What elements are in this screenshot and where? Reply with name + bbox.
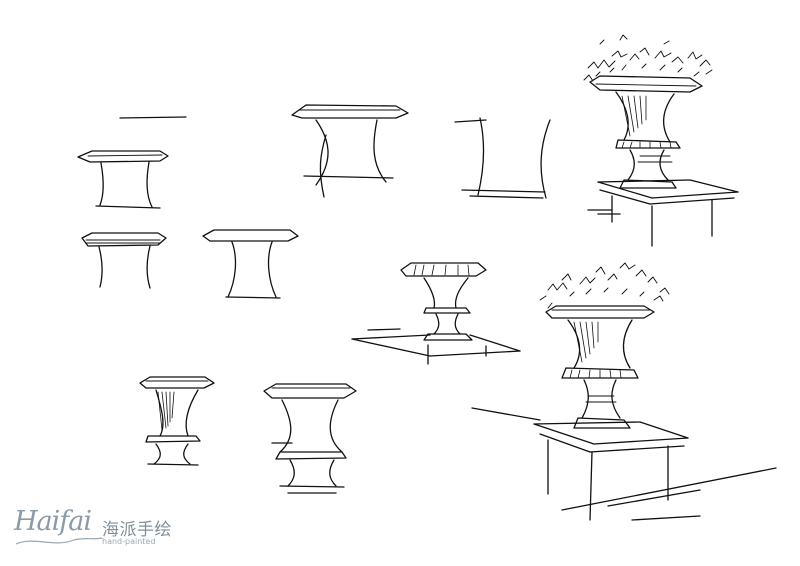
planter-sketch-3 (202, 229, 299, 299)
urn-sketch-bottom-middle (263, 383, 357, 494)
logo-swash-icon (15, 537, 103, 545)
stray-stroke (119, 116, 187, 119)
urn-sketch-bottom-left (139, 376, 215, 466)
urn-on-pedestal-sketch-top (583, 34, 739, 247)
planter-sketch-5 (454, 117, 551, 199)
logo-sub-text: hand-painted (102, 537, 156, 546)
urn-on-pedestal-sketch-bottom (471, 262, 777, 521)
logo-chinese-text: 海派手绘 (102, 520, 172, 540)
logo-script-text: Haifai (14, 506, 92, 537)
planter-sketch-1 (77, 150, 169, 209)
brand-logo: Haifai 海派手绘 hand-painted (14, 506, 172, 550)
urn-sketch-middle (351, 262, 521, 365)
planter-sketch-4 (291, 104, 409, 198)
planter-sketch-2 (81, 232, 167, 289)
